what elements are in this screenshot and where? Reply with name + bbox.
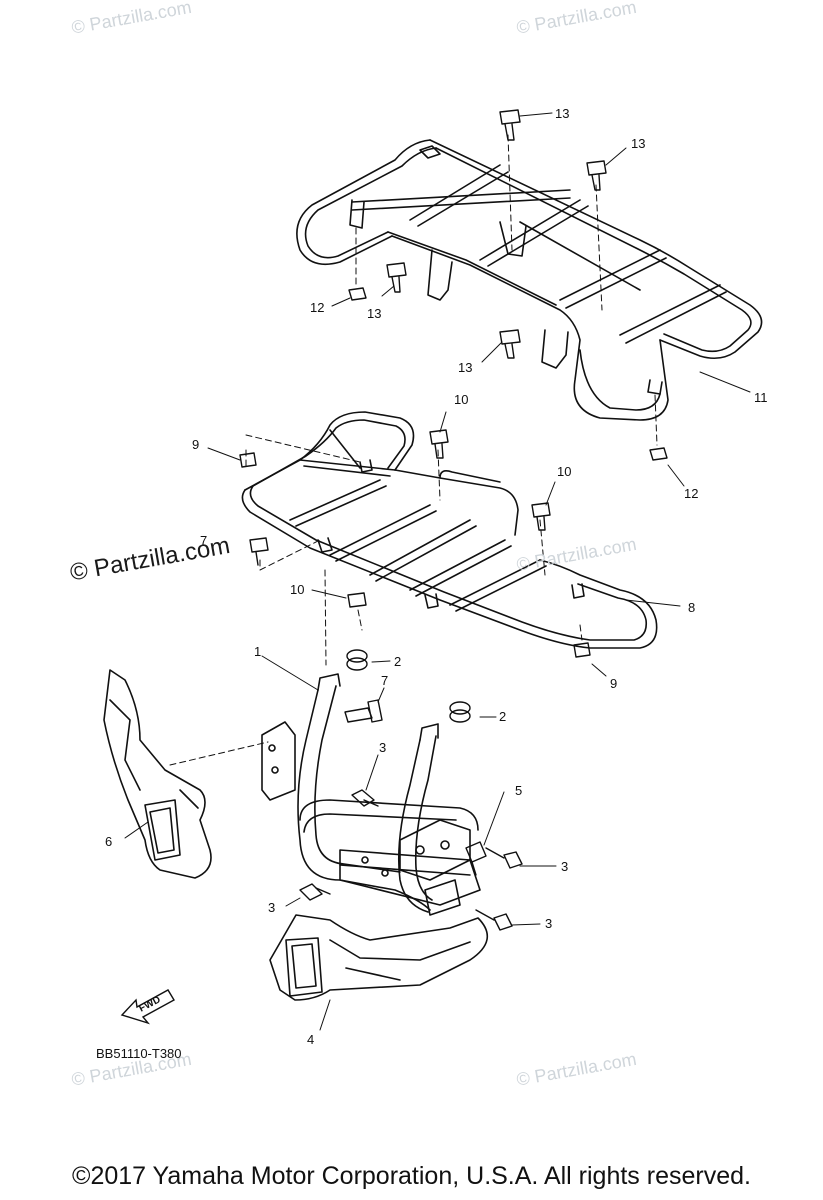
rear-rack[interactable] (296, 139, 763, 421)
callout-3: 3 (268, 900, 275, 915)
callout-2: 2 (394, 654, 401, 669)
callout-13: 13 (555, 106, 569, 121)
callout-13: 13 (631, 136, 645, 151)
callout-3: 3 (379, 740, 386, 755)
callout-13: 13 (458, 360, 472, 375)
front-rack[interactable] (241, 411, 658, 649)
callout-12: 12 (310, 300, 324, 315)
callout-7: 7 (200, 533, 207, 548)
callout-7: 7 (381, 673, 388, 688)
callout-10: 10 (454, 392, 468, 407)
callout-labels: 13 13 13 13 12 12 11 10 10 10 9 9 8 7 7 … (105, 106, 768, 1047)
right-cover[interactable] (269, 914, 488, 1001)
callout-3: 3 (561, 859, 568, 874)
left-cover[interactable] (103, 669, 212, 879)
callout-9: 9 (610, 676, 617, 691)
reference-code: BB51110-T380 (96, 1046, 182, 1061)
callout-13: 13 (367, 306, 381, 321)
callout-3: 3 (545, 916, 552, 931)
callout-8: 8 (688, 600, 695, 615)
fwd-arrow-icon: FWD (120, 989, 175, 1025)
callout-12: 12 (684, 486, 698, 501)
callout-2: 2 (499, 709, 506, 724)
callout-6: 6 (105, 834, 112, 849)
callout-4: 4 (307, 1032, 314, 1047)
bolts (239, 109, 668, 931)
callout-9: 9 (192, 437, 199, 452)
callout-11: 11 (754, 390, 768, 405)
callout-10: 10 (290, 582, 304, 597)
callout-5: 5 (515, 783, 522, 798)
front-guard[interactable] (261, 673, 481, 916)
callout-1: 1 (254, 644, 261, 659)
copyright-notice: ©2017 Yamaha Motor Corporation, U.S.A. A… (72, 1162, 751, 1190)
callout-10: 10 (557, 464, 571, 479)
